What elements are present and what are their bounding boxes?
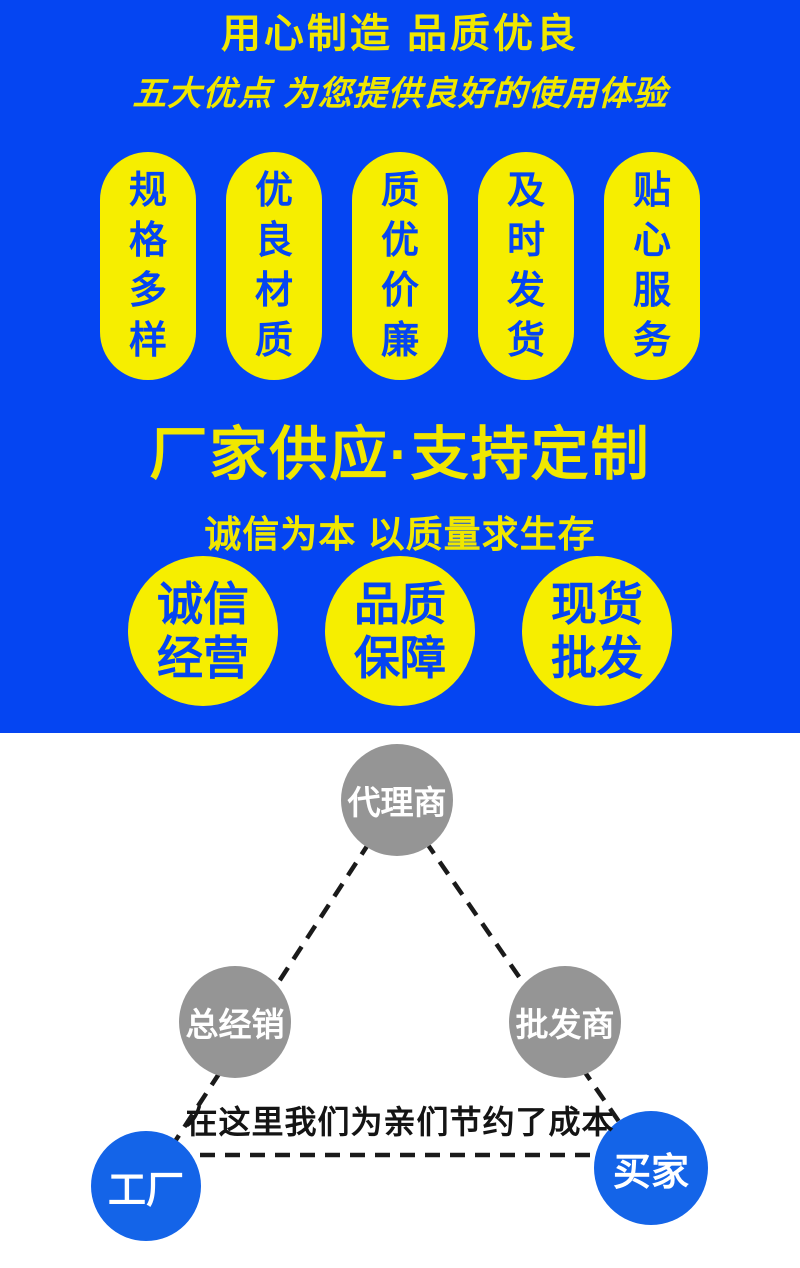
node-label: 代理商 — [347, 784, 447, 821]
badge-line: 保障 — [354, 632, 446, 684]
diagram-node-wholesaler: 批发商 — [509, 966, 621, 1078]
feature-pill-service: 贴心服务 — [604, 152, 700, 380]
feature-pill-label: 优良材质 — [254, 170, 293, 362]
diagram-node-agent: 代理商 — [341, 744, 453, 856]
node-label: 工厂 — [107, 1169, 184, 1212]
feature-pill-label: 贴心服务 — [632, 170, 671, 362]
badge-stock: 现货 批发 — [522, 556, 672, 706]
badge-row: 诚信 经营 品质 保障 现货 批发 — [0, 556, 800, 706]
hero-title: 用心制造 品质优良 — [220, 12, 580, 56]
feature-pill-row: 规格多样 优良材质 质优价廉 及时发货 贴心服务 — [0, 152, 800, 380]
hero-section: 用心制造 品质优良 五大优点 为您提供良好的使用体验 规格多样 优良材质 质优价… — [0, 0, 800, 733]
badge-line: 现货 — [551, 578, 643, 630]
supply-subheading: 诚信为本 以质量求生存 — [204, 514, 596, 555]
feature-pill-label: 及时发货 — [506, 170, 545, 362]
feature-pill-label: 规格多样 — [128, 170, 167, 362]
node-label: 买家 — [612, 1151, 689, 1194]
hero-subtitle: 五大优点 为您提供良好的使用体验 — [132, 75, 668, 113]
supply-heading: 厂家供应·支持定制 — [149, 422, 651, 487]
node-label: 总经销 — [185, 1006, 285, 1043]
diagram-node-distributor: 总经销 — [179, 966, 291, 1078]
feature-pill-specs: 规格多样 — [100, 152, 196, 380]
diagram-node-buyer: 买家 — [594, 1111, 708, 1225]
badge-line: 品质 — [354, 578, 446, 630]
feature-pill-material: 优良材质 — [226, 152, 322, 380]
node-label: 批发商 — [515, 1006, 615, 1043]
badge-quality: 品质 保障 — [325, 556, 475, 706]
feature-pill-shipping: 及时发货 — [478, 152, 574, 380]
badge-line: 经营 — [157, 632, 249, 684]
feature-pill-value: 质优价廉 — [352, 152, 448, 380]
diagram-caption: 在这里我们为亲们节约了成本 — [185, 1104, 615, 1140]
diagram-node-factory: 工厂 — [91, 1131, 201, 1241]
badge-line: 批发 — [551, 632, 643, 684]
badge-integrity: 诚信 经营 — [128, 556, 278, 706]
diagram-section: 代理商 总经销 批发商 工厂 买家 在这里我们为亲们节约了成本 — [0, 733, 800, 1268]
feature-pill-label: 质优价廉 — [380, 170, 419, 362]
badge-line: 诚信 — [157, 578, 249, 630]
